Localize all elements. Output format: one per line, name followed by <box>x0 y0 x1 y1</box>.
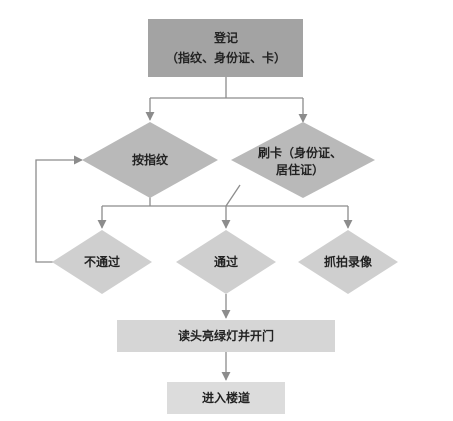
fail-diamond <box>52 230 152 294</box>
enter-label: 进入楼道 <box>202 390 250 405</box>
capture-label: 抓拍录像 <box>324 254 373 269</box>
fail-label: 不通过 <box>84 254 120 269</box>
card-label-line2: 居住证） <box>276 162 324 177</box>
pass-outcome: 通过 <box>176 230 276 294</box>
card-diamond <box>231 122 375 198</box>
card-decision: 刷卡（身份证、 居住证） <box>231 122 375 198</box>
capture-outcome: 抓拍录像 <box>298 230 398 294</box>
pass-diamond <box>176 230 276 294</box>
register-node: 登记 （指纹、身份证、卡） <box>148 19 303 77</box>
fingerprint-label: 按指纹 <box>132 152 169 167</box>
green-light-process: 读头亮绿灯并开门 <box>117 320 335 352</box>
enter-box <box>167 382 285 414</box>
green-light-box <box>117 320 335 352</box>
edge-fail-loop-back <box>35 155 83 263</box>
fail-outcome: 不通过 <box>52 230 152 294</box>
card-label-line1: 刷卡（身份证、 <box>258 145 342 160</box>
fingerprint-decision: 按指纹 <box>82 122 218 198</box>
capture-diamond <box>298 230 398 294</box>
fingerprint-diamond <box>82 122 218 198</box>
enter-process: 进入楼道 <box>167 382 285 414</box>
edge-card-down <box>225 184 241 207</box>
register-box <box>148 19 303 77</box>
green-light-label: 读头亮绿灯并开门 <box>178 328 274 343</box>
pass-label: 通过 <box>214 254 238 269</box>
register-label-line1: 登记 <box>213 30 238 45</box>
register-label-line2: （指纹、身份证、卡） <box>166 50 286 65</box>
